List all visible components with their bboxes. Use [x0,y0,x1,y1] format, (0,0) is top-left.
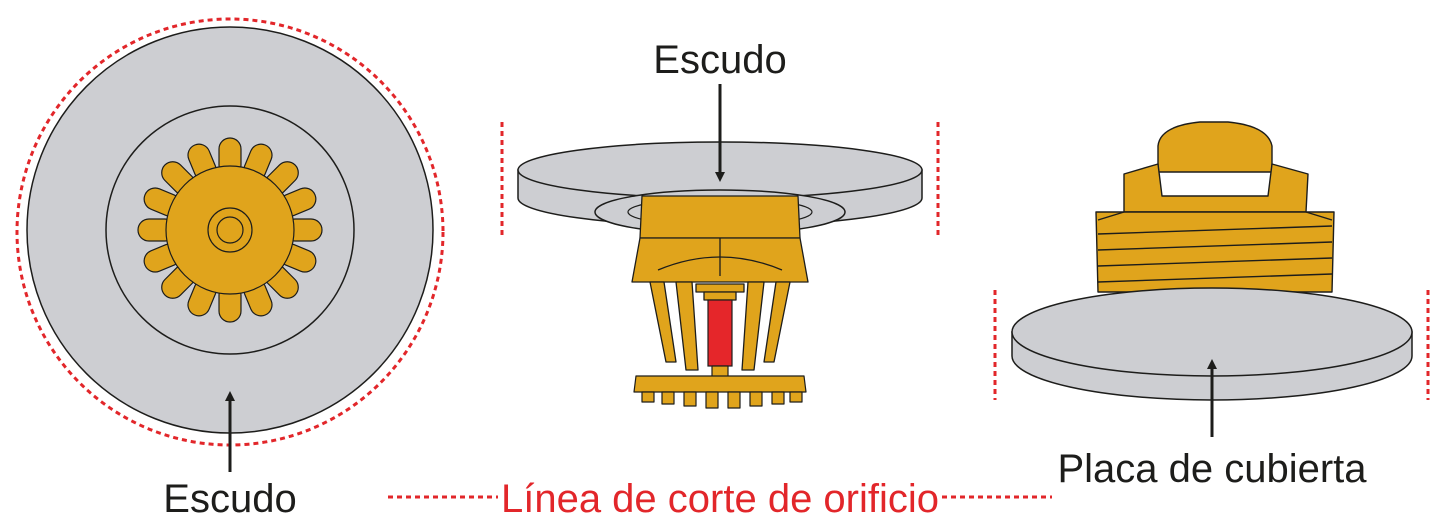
cover-plate-label: Placa de cubierta [1057,447,1367,491]
cut-line-legend: Línea de corte de orificio [388,477,1052,517]
glass-bulb [707,299,733,367]
escudo-label-center: Escudo [653,38,786,82]
escudo-label-left: Escudo [163,477,296,517]
top-view-group: Escudo [15,17,445,517]
sprinkler-icon: Escudo [500,38,940,409]
concealed-sprinkler-icon: Placa de cubierta [993,121,1430,491]
deflector [633,365,807,409]
cut-line-label: Línea de corte de orificio [501,477,939,517]
deflector-gear [137,137,323,323]
